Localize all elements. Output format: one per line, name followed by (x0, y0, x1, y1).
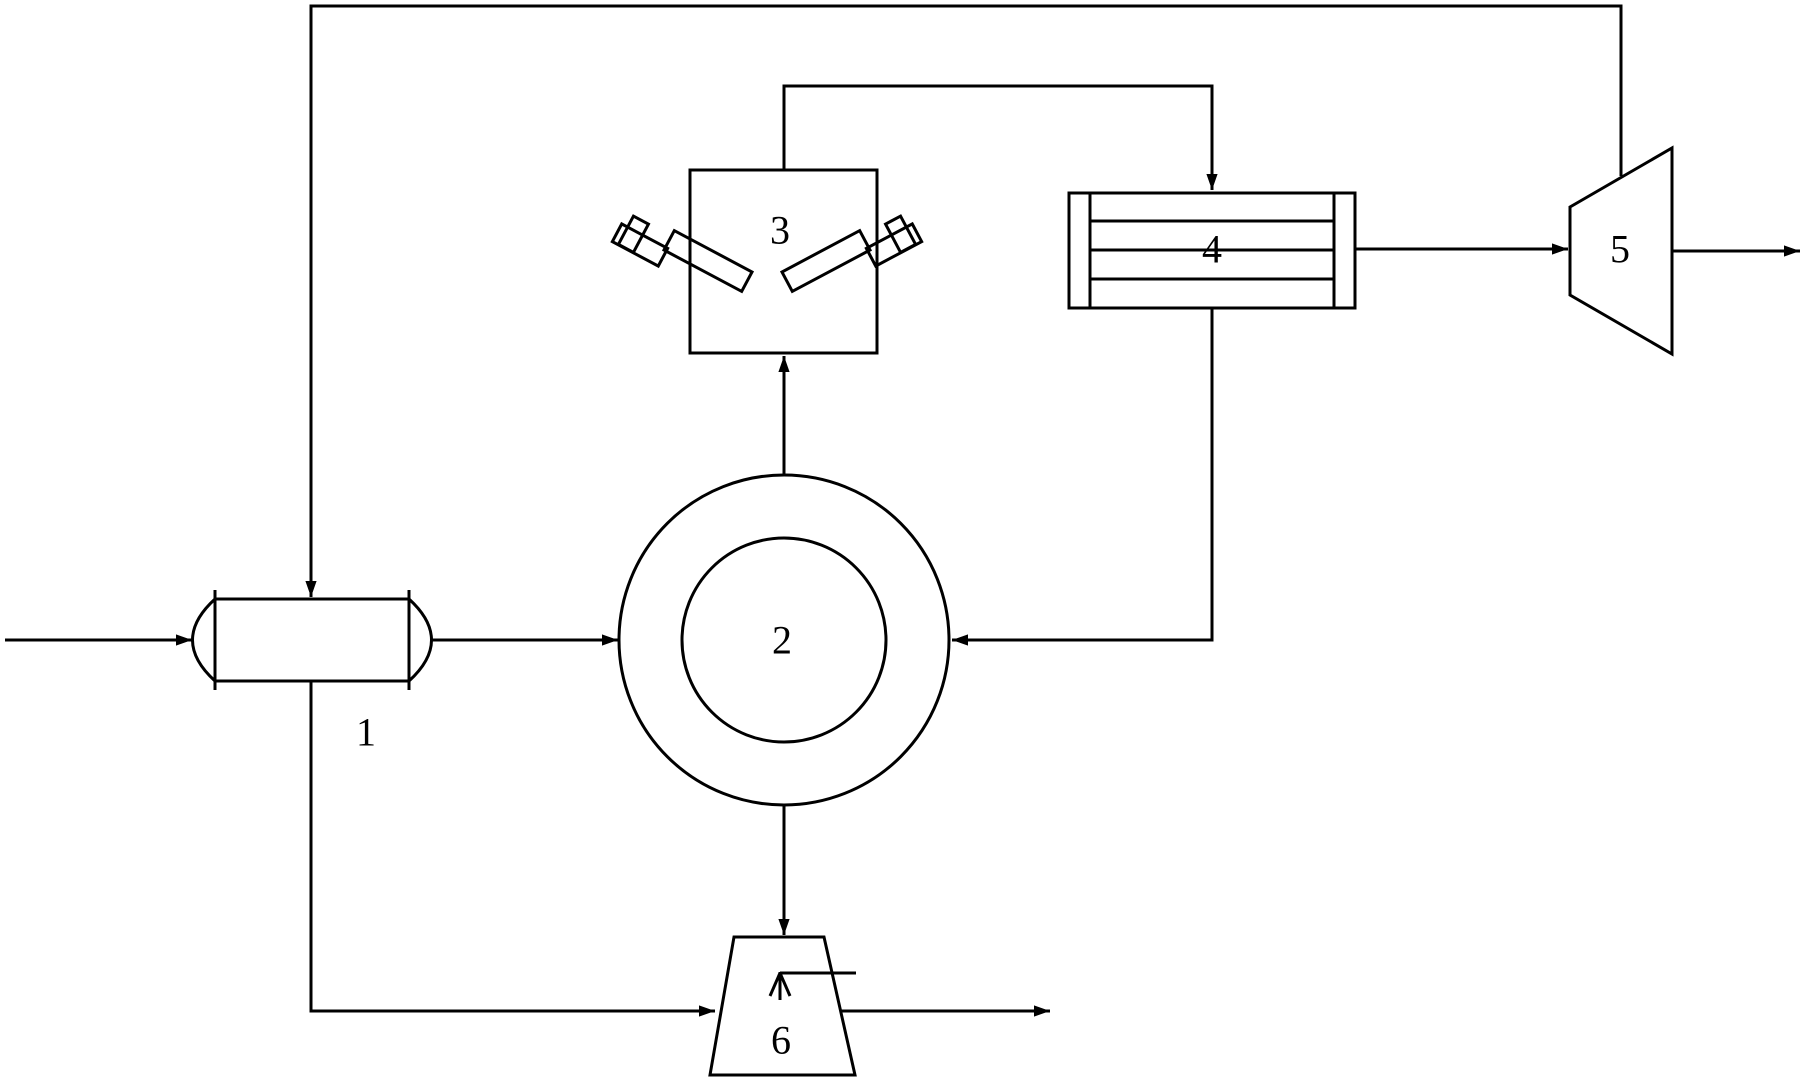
unit-4-label: 4 (1202, 227, 1222, 272)
unit-3-to-unit-4-line (782, 84, 1218, 190)
unit-3-chamber (610, 168, 924, 355)
unit-1-to-unit-6-line (309, 681, 715, 1017)
unit-5-turbine (1568, 145, 1674, 357)
unit-6-tank (708, 935, 857, 1077)
unit-1-label: 1 (356, 710, 376, 755)
unit-6-label: 6 (771, 1018, 791, 1063)
unit-3-left-electrode (610, 214, 755, 294)
unit-3-label: 3 (770, 208, 790, 253)
unit-4-to-unit-2-line (952, 308, 1214, 646)
unit-3-right-electrode (779, 214, 924, 294)
unit-1-vessel (191, 590, 433, 690)
unit-5-label: 5 (1610, 227, 1630, 272)
unit-5-recycle-to-unit-1-line (305, 4, 1623, 597)
unit-2-label: 2 (772, 618, 792, 663)
